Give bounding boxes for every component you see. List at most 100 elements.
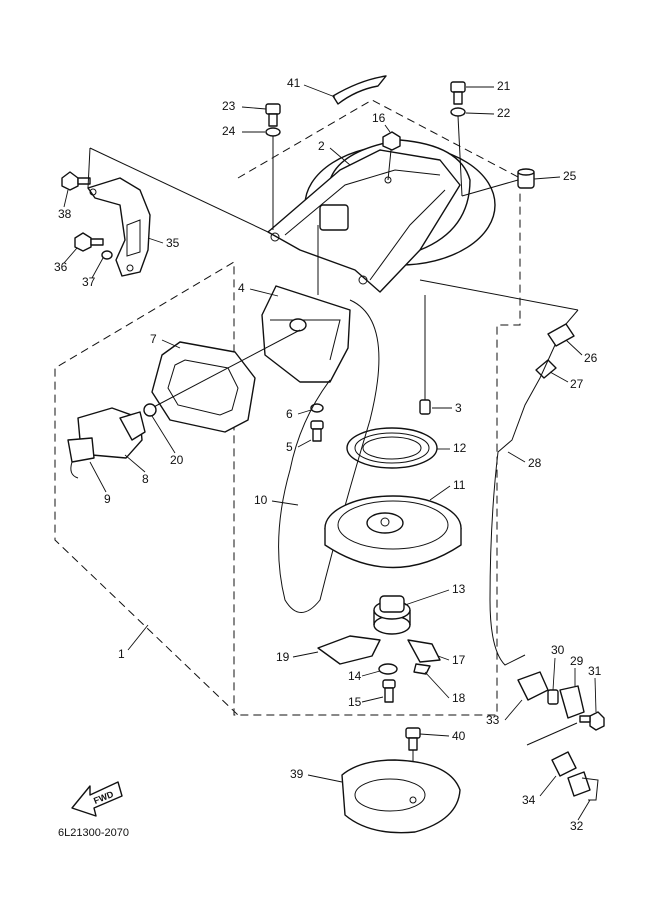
part-label-1: 1: [118, 647, 125, 661]
leader-line-40: [419, 733, 450, 737]
handle-grip-7: [151, 341, 256, 433]
bolt-23: [265, 103, 281, 127]
bolt-21: [450, 81, 466, 105]
bolt-40: [405, 727, 421, 751]
part-label-23: 23: [222, 99, 236, 113]
part-label-33: 33: [486, 713, 500, 727]
leader-line-28: [507, 451, 526, 463]
leader-line-16: [384, 124, 391, 133]
leader-line-26: [565, 339, 583, 356]
leader-line-8: [124, 454, 146, 473]
part-label-26: 26: [584, 351, 598, 365]
leader-line-20: [151, 415, 176, 454]
leader-line-37: [91, 257, 104, 279]
part-label-6: 6: [286, 407, 293, 421]
washer-14: [378, 663, 398, 675]
spring-plate-19: [317, 635, 381, 665]
leader-line-19: [292, 651, 319, 658]
leader-line-25: [533, 176, 561, 180]
drive-hub-13: [373, 595, 411, 635]
leader-line-27: [549, 371, 569, 383]
washer-22: [450, 107, 466, 117]
leader-line-17: [437, 655, 450, 661]
part-label-15: 15: [348, 695, 362, 709]
handle-holder-4: [261, 285, 351, 383]
drawing-code: 6L21300-2070: [58, 827, 129, 839]
part-label-14: 14: [348, 669, 362, 683]
part-label-21: 21: [497, 79, 511, 93]
leader-line-2: [329, 147, 351, 166]
nut-16: [382, 131, 401, 151]
plate-39: [341, 759, 461, 834]
leader-line-30: [552, 657, 556, 691]
part-label-31: 31: [588, 664, 602, 678]
part-label-25: 25: [563, 169, 577, 183]
part-label-18: 18: [452, 691, 466, 705]
part-label-29: 29: [570, 654, 584, 668]
leader-line-31: [594, 677, 597, 713]
part-label-30: 30: [551, 643, 565, 657]
handle-8: [77, 407, 146, 459]
part-label-8: 8: [142, 472, 149, 486]
sheave-drum-11: [324, 495, 462, 569]
leader-line-36: [63, 247, 78, 264]
leader-line-5: [297, 439, 312, 448]
leader-line-11: [429, 485, 451, 501]
bolt-31: [579, 711, 605, 731]
part-label-2: 2: [318, 139, 325, 153]
part-label-24: 24: [222, 124, 236, 138]
part-label-7: 7: [150, 332, 157, 346]
leader-line-39: [307, 774, 343, 783]
washer-37: [101, 250, 113, 260]
leader-line-4: [249, 288, 279, 297]
collar-30: [547, 689, 559, 705]
part-label-4: 4: [238, 281, 245, 295]
part-label-36: 36: [54, 260, 68, 274]
part-label-34: 34: [522, 793, 536, 807]
leader-line-14: [361, 670, 381, 677]
washer-6: [310, 403, 324, 413]
part-label-16: 16: [372, 111, 386, 125]
bolt-15: [382, 679, 396, 703]
leader-line-22: [465, 112, 495, 115]
part-label-38: 38: [58, 207, 72, 221]
part-label-41: 41: [287, 76, 301, 90]
leader-line-18: [424, 671, 450, 699]
fwd-arrow-icon: FWD: [71, 781, 123, 817]
leader-line-33: [504, 699, 523, 721]
starter-rope-10: [278, 299, 380, 613]
part-label-5: 5: [286, 440, 293, 454]
part-label-27: 27: [570, 377, 584, 391]
leader-line-34: [539, 775, 557, 797]
leader-line-10: [271, 500, 299, 506]
part-label-13: 13: [452, 582, 466, 596]
bolt-36: [74, 232, 104, 252]
clip-34: [551, 751, 591, 797]
part-label-20: 20: [170, 453, 184, 467]
part-label-11: 11: [453, 478, 466, 492]
part-label-10: 10: [254, 493, 268, 507]
dowel-3: [419, 399, 431, 415]
leader-line-6: [297, 409, 312, 415]
part-label-32: 32: [570, 819, 584, 833]
leader-line-41: [303, 84, 336, 98]
part-label-22: 22: [497, 106, 511, 120]
cable-28: [489, 344, 556, 666]
spring-clip-32: [581, 777, 599, 801]
link-29: [559, 685, 585, 719]
leader-line-23: [241, 106, 267, 110]
leader-line-1: [127, 624, 149, 651]
leader-line-9: [89, 461, 107, 493]
leader-line-38: [63, 189, 69, 208]
part-label-39: 39: [290, 767, 304, 781]
part-label-9: 9: [104, 492, 111, 506]
part-label-37: 37: [82, 275, 96, 289]
circlip-18: [413, 663, 431, 675]
bolt-38: [61, 171, 91, 191]
leader-line-35: [147, 237, 164, 244]
bolt-5: [310, 420, 324, 442]
clip-9: [67, 437, 95, 463]
pawl-17: [407, 639, 441, 663]
